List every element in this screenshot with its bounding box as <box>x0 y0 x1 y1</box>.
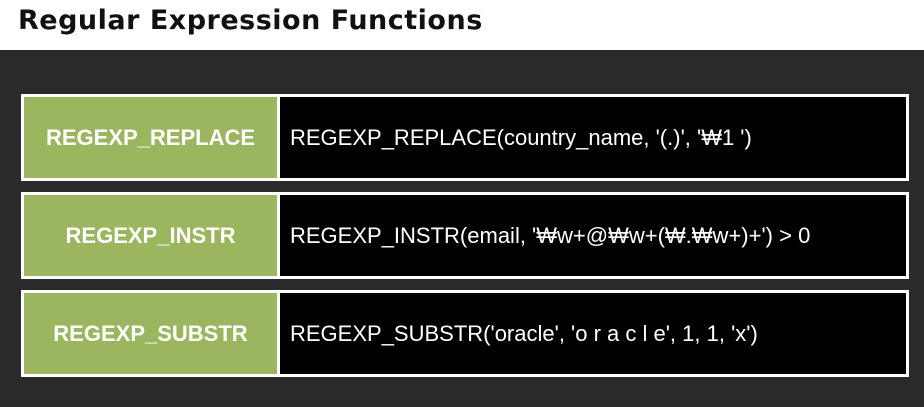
function-example: REGEXP_INSTR(email, '₩w+@₩w+(₩.₩w+)+') >… <box>290 222 811 248</box>
function-example: REGEXP_SUBSTR('oracle', 'o r a c l e', 1… <box>290 320 758 346</box>
function-row-regexp-substr: REGEXP_SUBSTR REGEXP_SUBSTR('oracle', 'o… <box>21 290 909 377</box>
function-example: REGEXP_REPLACE(country_name, '(.)', '₩1 … <box>290 124 752 150</box>
function-name: REGEXP_SUBSTR <box>24 293 280 374</box>
title-bar: Regular Expression Functions <box>0 0 924 50</box>
function-row-regexp-replace: REGEXP_REPLACE REGEXP_REPLACE(country_na… <box>21 94 909 181</box>
function-name: REGEXP_INSTR <box>24 195 280 276</box>
function-table: REGEXP_REPLACE REGEXP_REPLACE(country_na… <box>21 94 909 388</box>
function-name: REGEXP_REPLACE <box>24 97 280 178</box>
function-row-regexp-instr: REGEXP_INSTR REGEXP_INSTR(email, '₩w+@₩w… <box>21 192 909 279</box>
page-title: Regular Expression Functions <box>18 5 483 36</box>
